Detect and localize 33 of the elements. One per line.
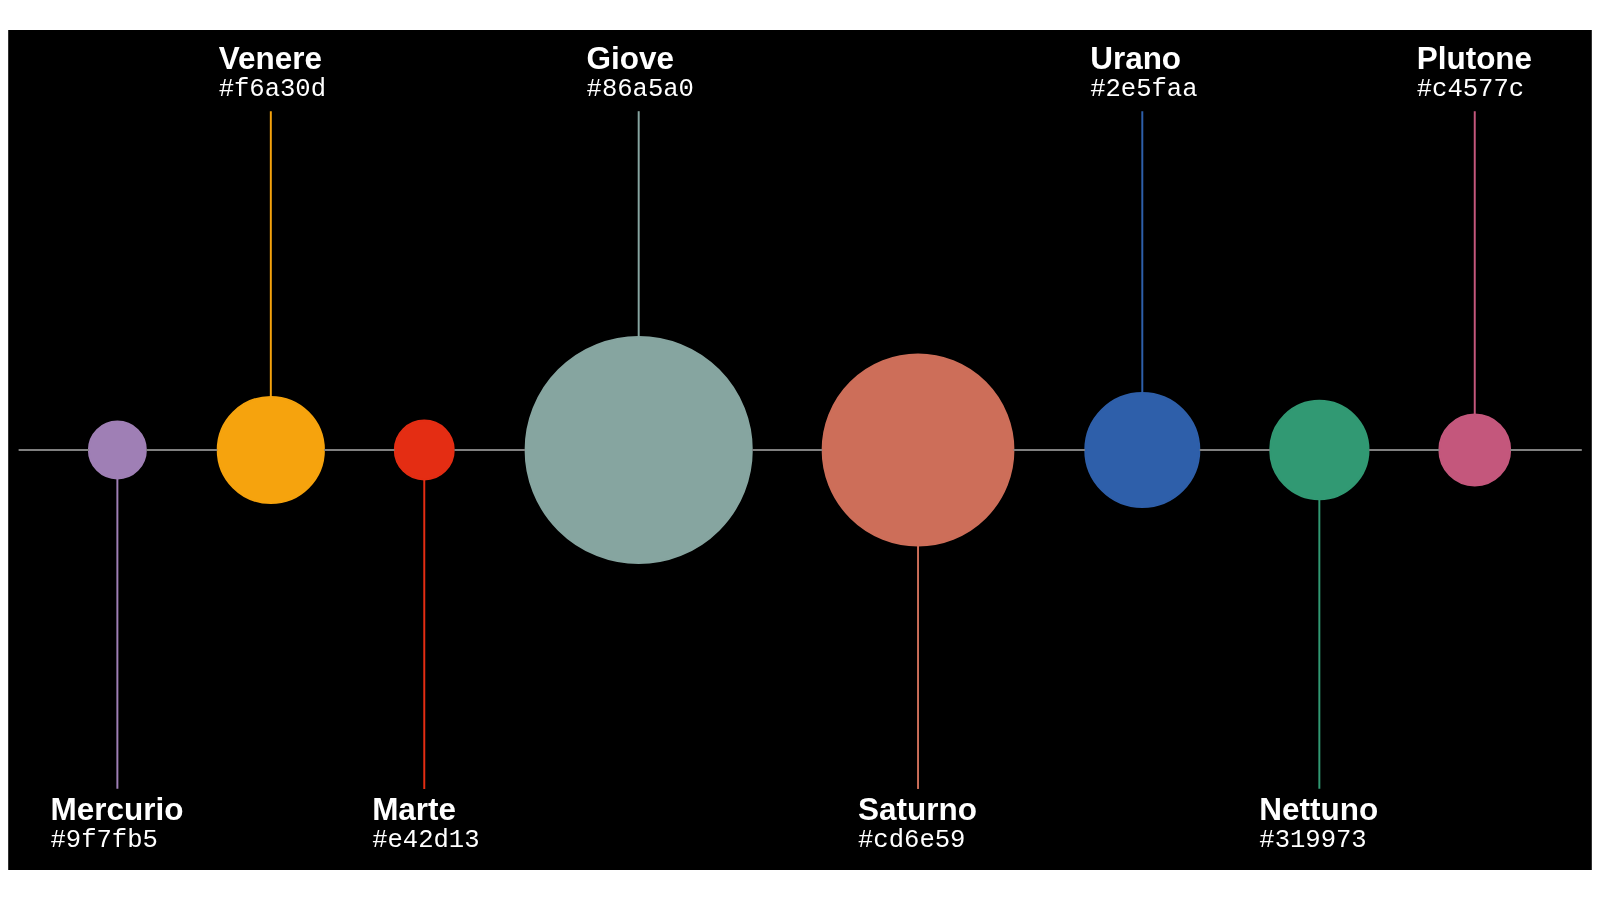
- connector: [1473, 110, 1476, 416]
- connector: [1012, 449, 1086, 451]
- connector: [145, 449, 219, 451]
- node-text: Giove #86a5a0: [586, 40, 694, 104]
- connector: [116, 477, 119, 790]
- node-text: Mercurio #9f7fb5: [50, 792, 184, 856]
- node-circle: [216, 395, 325, 505]
- connector: [1509, 449, 1583, 451]
- node-text: Nettuno #319973: [1259, 792, 1379, 856]
- connector: [269, 110, 272, 398]
- node-circle: [524, 335, 753, 565]
- node-text: Marte #e42d13: [372, 792, 480, 856]
- connector: [637, 110, 640, 338]
- node-circle: [393, 419, 455, 481]
- connector: [1318, 498, 1321, 790]
- node-circle: [1269, 399, 1370, 501]
- node-text: Urano #2e5faa: [1090, 40, 1198, 104]
- connector: [453, 449, 526, 451]
- node-text: Venere #f6a30d: [218, 40, 327, 104]
- connector: [917, 544, 919, 790]
- connector: [17, 449, 90, 451]
- node-circle: [821, 353, 1015, 547]
- node-circle: [1438, 413, 1512, 487]
- connector: [323, 449, 396, 451]
- connector: [1141, 110, 1144, 394]
- node-text: Plutone #c4577c: [1416, 40, 1533, 104]
- connector: [751, 449, 824, 451]
- node-circle: [87, 420, 147, 480]
- node-text: Saturno #cd6e59: [858, 792, 977, 856]
- connector: [423, 478, 426, 791]
- connector: [1198, 449, 1271, 451]
- connector: [1368, 449, 1441, 451]
- node-circle: [1084, 391, 1201, 509]
